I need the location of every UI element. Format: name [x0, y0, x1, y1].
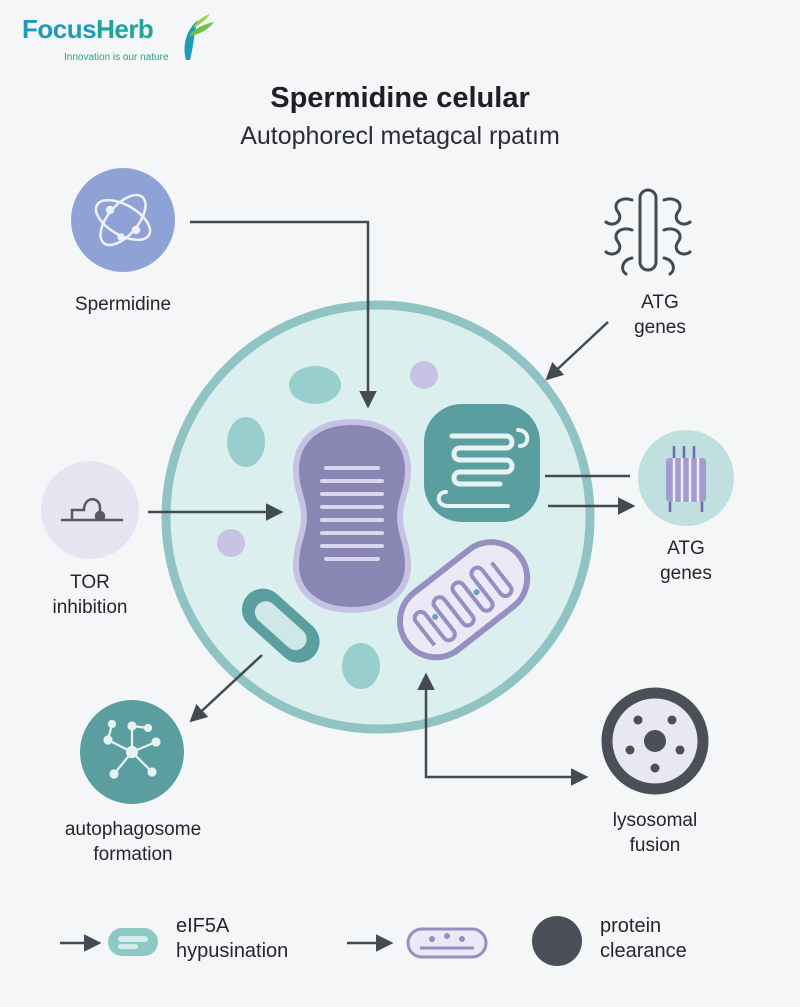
arrow-spermidine-to-nucleus [190, 220, 377, 409]
lysosome-node [601, 687, 709, 795]
autophagic-vesicle [241, 588, 320, 663]
tor-inhibition-label: TOR inhibition [52, 572, 128, 618]
network-icon [103, 719, 161, 779]
legend-dark-circle-icon [532, 916, 582, 966]
endoplasmic-reticulum [424, 404, 540, 522]
vesicle [227, 417, 265, 467]
legend-membrane-icon [406, 927, 488, 959]
legend-eif5a-label: eIF5A hypusination [176, 915, 289, 962]
arrow-atg-to-cell [545, 321, 609, 381]
nucleus [292, 418, 412, 614]
atg-genes-node [638, 430, 734, 526]
arrow-lysosomal-fusion [417, 672, 589, 786]
legend-capsule-icon [108, 928, 158, 956]
brand-name: FocusHerb [22, 14, 154, 44]
brand-logo: FocusHerb Innovation is our nature [22, 8, 252, 68]
atg-genes-top-label: ATG genes [634, 292, 686, 338]
vesicle [342, 643, 380, 689]
brand-tagline: Innovation is our nature [64, 52, 169, 63]
signal-icon [60, 498, 124, 522]
spermidine-label: Spermidine [74, 294, 172, 315]
molecule-icon [94, 193, 152, 247]
dna-icon [604, 188, 692, 276]
vesicle [410, 361, 438, 389]
leaf-icon [184, 14, 214, 60]
diagram-subtitle: Autophorecl metagcal rpatım [240, 122, 560, 150]
spermidine-node [71, 168, 175, 272]
legend [60, 916, 582, 966]
arrows [148, 220, 636, 786]
vesicle [217, 529, 245, 557]
chromosome-icon [666, 446, 706, 512]
autophagosome-node [80, 700, 184, 804]
tor-node [41, 461, 139, 559]
mitochondrion [397, 539, 531, 661]
vesicle [289, 366, 341, 404]
legend-protein-clearance-label: protein clearance [600, 915, 687, 962]
arrow-to-autophagosome [189, 654, 263, 723]
autophagosome-formation-label: autophagosome formation [64, 819, 202, 865]
lysosomal-fusion-label: lysosomal fusion [612, 810, 698, 856]
atg-genes-right-label: ATG genes [660, 538, 712, 584]
diagram-title: Spermidine celular [270, 82, 530, 114]
